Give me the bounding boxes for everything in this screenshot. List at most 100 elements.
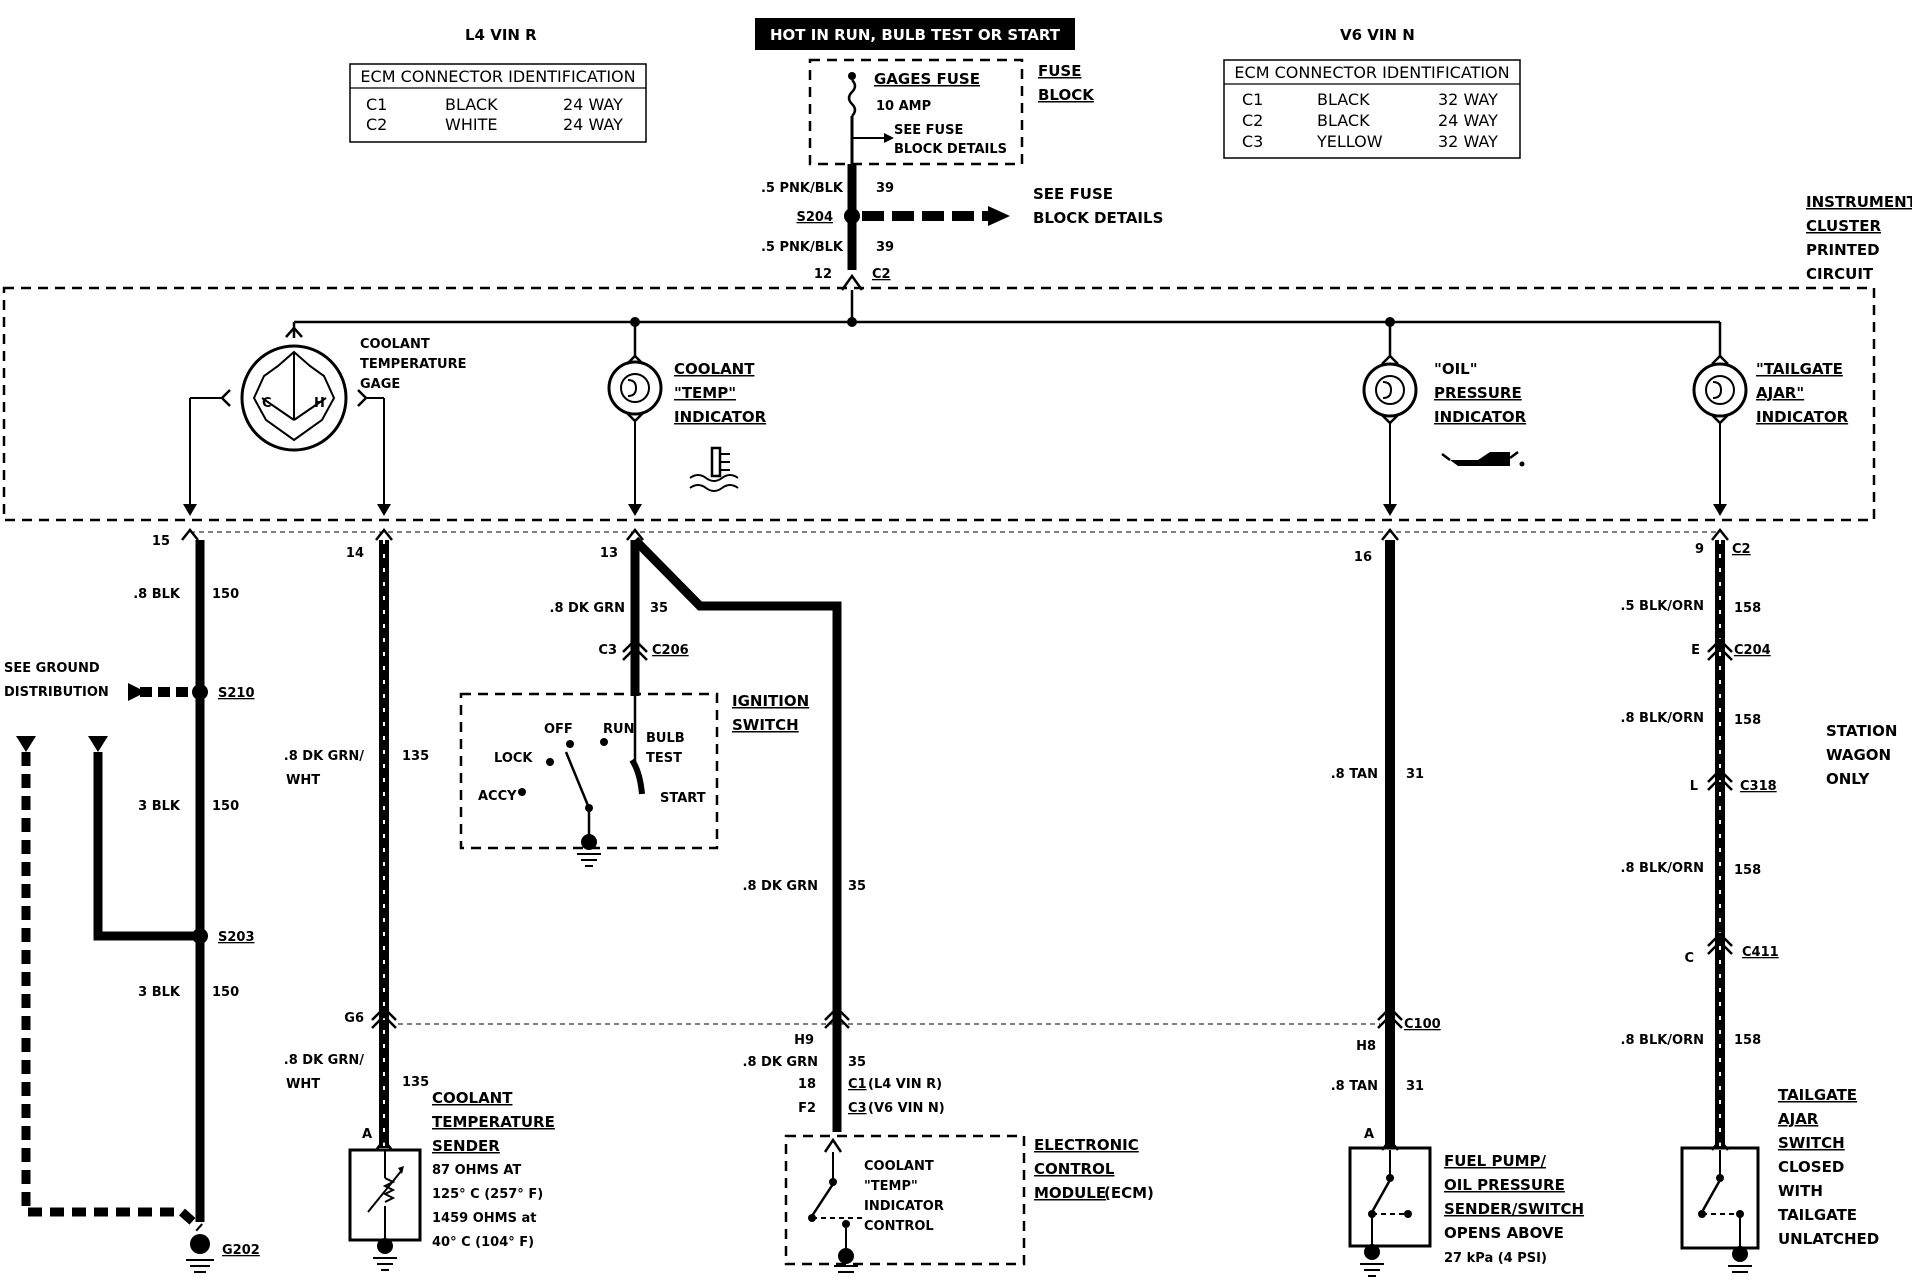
ecm-right-row3-color: YELLOW [1316, 132, 1383, 151]
sender-label-3: SENDER [432, 1137, 500, 1155]
fuse-block: GAGES FUSE 10 AMP SEE FUSE BLOCK DETAILS [808, 58, 1024, 166]
col14-circ2: 135 [402, 1075, 429, 1090]
connector-c318 [1707, 768, 1733, 791]
cluster-label-3: PRINTED [1806, 241, 1880, 259]
oil-ind-label-3: INDICATOR [1434, 408, 1527, 426]
col16-wire2: .8 TAN [1331, 1079, 1378, 1094]
pin16-label: 16 [1354, 550, 1372, 565]
gage-c-label: C [262, 396, 272, 411]
see-fuse-arrow [862, 206, 1010, 226]
oil-pressure-indicator-bulb [1362, 322, 1418, 516]
ecm-right-row2-color: BLACK [1317, 111, 1370, 130]
tg-label-7: UNLATCHED [1778, 1230, 1879, 1248]
g6-label: G6 [344, 1011, 364, 1026]
col16-circ2: 31 [1406, 1079, 1424, 1094]
tg-label-2: AJAR [1778, 1110, 1819, 1128]
tailgate-ajar-indicator-bulb [1692, 322, 1748, 516]
col9-circ1: 158 [1734, 601, 1761, 616]
sender-spec-3: 1459 OHMS at [432, 1211, 536, 1226]
ecm-connector-table-left: ECM CONNECTOR IDENTIFICATION C1 BLACK 24… [349, 63, 647, 143]
gage-label-3: GAGE [360, 377, 400, 392]
s204-label: S204 [797, 210, 834, 225]
col9-c2-label: C2 [1732, 542, 1751, 557]
fuse-amp-label: 10 AMP [876, 99, 931, 114]
coolant-temp-symbol-icon [689, 446, 739, 492]
ecm-ctl-label-2: "TEMP" [864, 1179, 918, 1194]
col9-wire2: .8 BLK/ORN [1621, 711, 1704, 726]
col15-circ2: 150 [212, 799, 239, 814]
coolant-temperature-sender [348, 1137, 422, 1271]
feed-wire1-label: .5 PNK/BLK [761, 181, 844, 196]
col14-circ1: 135 [402, 749, 429, 764]
sender-spec-4: 40° C (104° F) [432, 1235, 534, 1250]
tg-label-5: WITH [1778, 1182, 1823, 1200]
c3-label: C3 [598, 643, 617, 658]
ecm-module [784, 1134, 1026, 1273]
oil-pressure-switch [1348, 1137, 1432, 1277]
c318-label: C318 [1740, 779, 1777, 794]
ign-run-label: RUN [603, 722, 634, 737]
splice-s204 [844, 208, 860, 224]
tail-ind-label-1: "TAILGATE [1756, 360, 1843, 378]
fp-label-1: FUEL PUMP/ [1444, 1152, 1547, 1170]
ecm-right-row3-c: C3 [1242, 132, 1263, 151]
oil-ind-label-2: PRESSURE [1434, 384, 1522, 402]
c204-label: C204 [1734, 643, 1771, 658]
ecm-connector-table-right: ECM CONNECTOR IDENTIFICATION C1 BLACK 32… [1223, 59, 1521, 159]
col9-l-label: L [1690, 779, 1698, 794]
col15-circ3: 150 [212, 985, 239, 1000]
feed-wire2-label: .5 PNK/BLK [761, 240, 844, 255]
pin9-label: 9 [1695, 542, 1704, 557]
instrument-cluster-box [2, 286, 1876, 522]
gage-label-2: TEMPERATURE [360, 357, 466, 372]
ecm-label-4: (ECM) [1104, 1184, 1154, 1202]
connector-c411 [1707, 932, 1733, 955]
temp-ind-label-2: "TEMP" [674, 384, 736, 402]
col13-circ2: 35 [848, 879, 866, 894]
h9-label: H9 [794, 1033, 814, 1048]
ground-branch-s203 [88, 736, 200, 941]
ecm-left-row1-c: C1 [366, 95, 387, 114]
hot-in-run-banner [755, 18, 1075, 50]
arrow-left-icon [128, 683, 146, 701]
col15-wire1: .8 BLK [133, 587, 181, 602]
gage-h-label: H [314, 396, 325, 411]
c1-label: C1 [848, 1077, 867, 1092]
c100-label: C100 [1404, 1017, 1441, 1032]
connector-c2-feed [840, 273, 864, 291]
ign-start-label: START [660, 791, 706, 806]
gages-fuse-label: GAGES FUSE [874, 70, 980, 88]
ecm-label-1: ELECTRONIC [1034, 1136, 1139, 1154]
v6-vin-title: V6 VIN N [1340, 26, 1415, 44]
ignition-label-1: IGNITION [732, 692, 809, 710]
connector-c204 [1707, 638, 1733, 661]
sender-label-2: TEMPERATURE [432, 1113, 555, 1131]
ecm-left-row1-way: 24 WAY [563, 95, 623, 114]
connector-c100 [1377, 1006, 1403, 1029]
col14-wire1: .8 DK GRN/ [284, 749, 364, 764]
col13-circ1: 35 [650, 601, 668, 616]
ground-branch-left [16, 736, 203, 1232]
fuse-block-label-2: BLOCK [1038, 86, 1095, 104]
variable-resistor-icon [367, 1169, 403, 1213]
connector-g6 [371, 1006, 397, 1029]
col14-wire2: .8 DK GRN/ [284, 1053, 364, 1068]
temp-ind-label-3: INDICATOR [674, 408, 767, 426]
c1-note: (L4 VIN R) [868, 1077, 942, 1092]
s203-label: S203 [218, 930, 255, 945]
ecm-left-title: ECM CONNECTOR IDENTIFICATION [360, 67, 635, 86]
tg-label-1: TAILGATE [1778, 1086, 1857, 1104]
gage-label-1: COOLANT [360, 337, 430, 352]
ecm-right-row1-c: C1 [1242, 90, 1263, 109]
feed-circuit1-label: 39 [876, 181, 894, 196]
col9-circ2: 158 [1734, 713, 1761, 728]
c411-label: C411 [1742, 945, 1779, 960]
fp-label-3: SENDER/SWITCH [1444, 1200, 1584, 1218]
ecm-label-3: MODULE [1034, 1184, 1106, 1202]
col15-wire3: 3 BLK [138, 985, 181, 1000]
hot-in-run-text: HOT IN RUN, BULB TEST OR START [770, 26, 1061, 44]
connector-c206 [622, 638, 648, 661]
col9-wire3: .8 BLK/ORN [1621, 861, 1704, 876]
col9-circ4: 158 [1734, 1033, 1761, 1048]
col13-circ3: 35 [848, 1055, 866, 1070]
